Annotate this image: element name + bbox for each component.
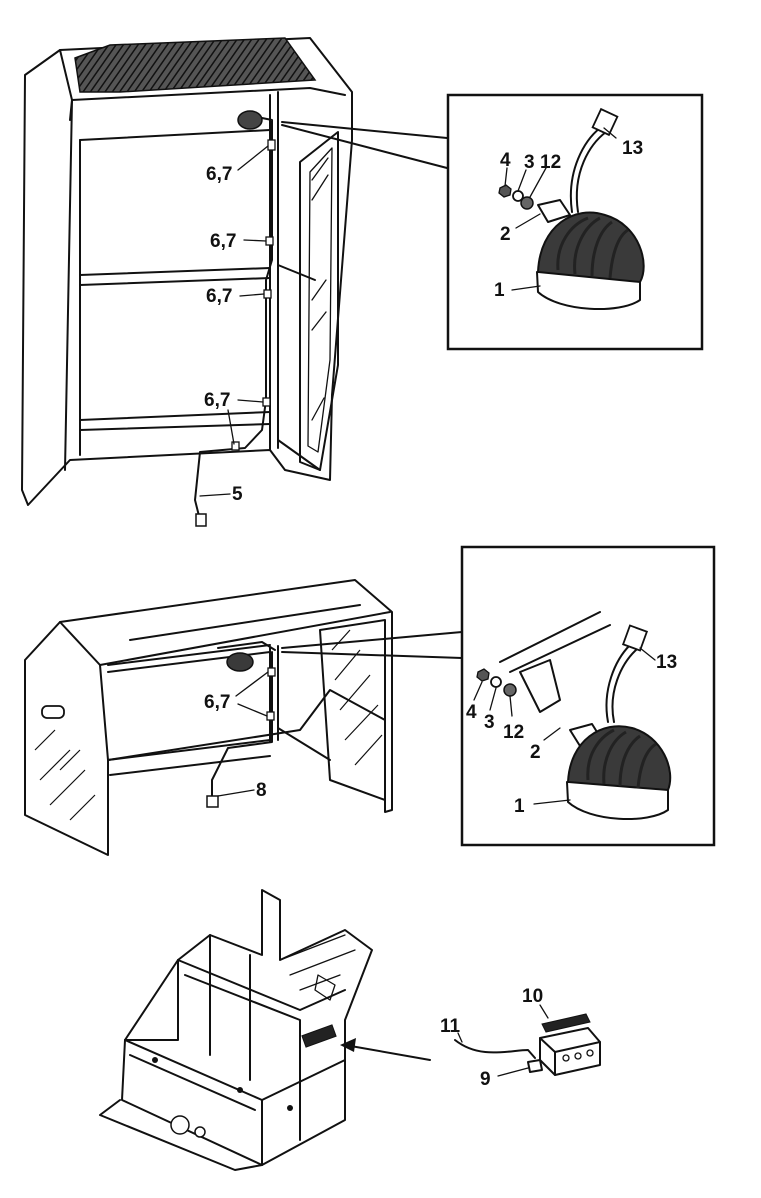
- detail-label-13: 13: [622, 138, 643, 159]
- detail-label-3b: 3: [484, 712, 495, 733]
- middle-cab-assembly: 6,7 8: [24, 579, 463, 856]
- bottom-chassis-assembly: [99, 889, 431, 1171]
- detail-label-1: 1: [494, 280, 505, 301]
- detail-label-12: 12: [540, 152, 561, 173]
- callout-6-7-a: 6,7: [206, 164, 232, 185]
- detail-label-3: 3: [524, 152, 535, 173]
- callout-10: 10: [522, 986, 543, 1007]
- detail-label-2b: 2: [530, 742, 541, 763]
- callout-11: 11: [440, 1016, 461, 1037]
- callout-6-7-e: 6,7: [204, 692, 230, 713]
- middle-detail-box: 4 3 12 2 13 1: [460, 545, 716, 847]
- detail-label-4b: 4: [466, 702, 477, 723]
- detail-label-2: 2: [500, 224, 511, 245]
- detail-label-12b: 12: [503, 722, 524, 743]
- callout-5: 5: [232, 484, 243, 505]
- detail-label-4: 4: [500, 150, 511, 171]
- callout-6-7-c: 6,7: [206, 286, 232, 307]
- callout-8: 8: [256, 780, 267, 801]
- callout-9: 9: [480, 1069, 491, 1090]
- detail-label-13b: 13: [656, 652, 677, 673]
- top-cab-assembly: 6,7 6,7 6,7 6,7 5: [21, 37, 448, 527]
- callout-6-7-d: 6,7: [204, 390, 230, 411]
- relay-detail: 10 11 9: [440, 986, 601, 1090]
- detail-label-1b: 1: [514, 796, 525, 817]
- top-detail-box: 4 3 12 13 2 1: [446, 93, 704, 351]
- callout-6-7-b: 6,7: [210, 231, 236, 252]
